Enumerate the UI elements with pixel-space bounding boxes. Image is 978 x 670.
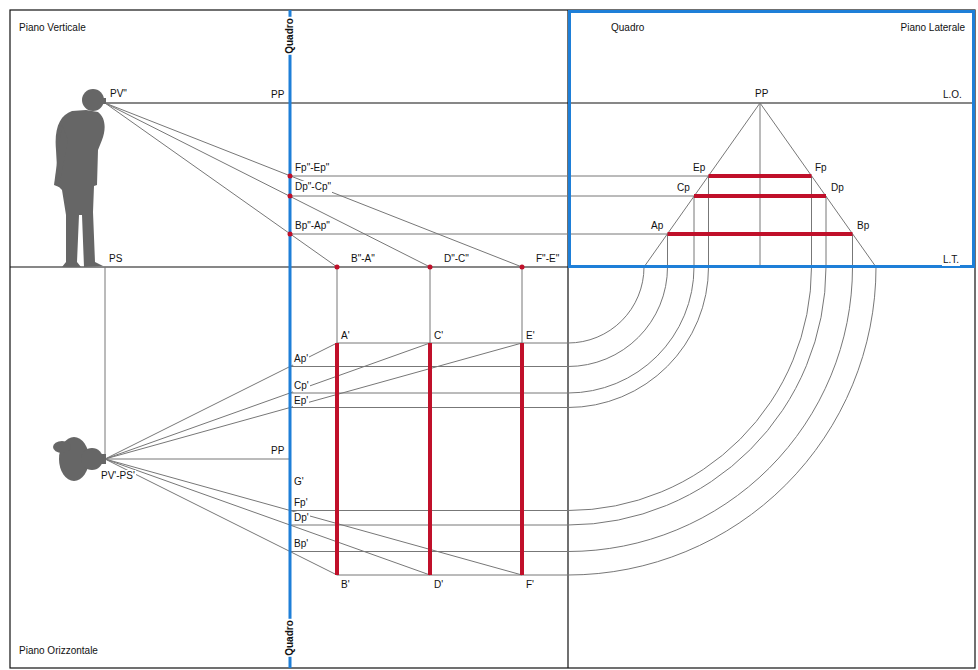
point-label: Fp (814, 162, 828, 174)
point-label: C' (433, 330, 444, 342)
point-label: F' (525, 579, 535, 591)
point-label: E' (525, 330, 536, 342)
object-segments (337, 176, 853, 575)
observer-elevation (54, 89, 106, 267)
point-label: PV" (109, 88, 128, 100)
point-label: Ap' (293, 353, 309, 365)
point-label: Fp"-Ep" (294, 162, 330, 174)
point-label: Dp"-Cp" (294, 181, 332, 193)
point-label: F"-E" (535, 253, 560, 265)
point-label: Quadro (610, 22, 645, 34)
point-label: A' (340, 330, 351, 342)
point-label: Bp"-Ap" (294, 220, 331, 232)
point-label: Ap (650, 220, 664, 232)
point-label: L.O. (942, 89, 963, 101)
point-label: Bp (856, 220, 870, 232)
point-label: Dp (830, 182, 845, 194)
point-label: PP (270, 89, 285, 101)
points (288, 174, 525, 270)
frame (10, 10, 975, 668)
point-label: B"-A" (350, 253, 376, 265)
point-label: Piano Laterale (900, 22, 967, 34)
plane-label: Quadro (284, 619, 296, 657)
point-label: Piano Verticale (18, 22, 87, 34)
point-label: L.T. (942, 254, 960, 266)
point-label: Cp (676, 182, 691, 194)
picture-plane (290, 10, 974, 668)
construction-lines (105, 103, 876, 575)
point-label: Piano Orizzontale (18, 645, 99, 657)
point-label: Cp' (293, 380, 310, 392)
point-label: Fp' (293, 497, 309, 509)
plane-label: Quadro (284, 17, 296, 55)
point-label: Dp' (293, 512, 310, 524)
point-label: G' (293, 476, 305, 488)
point-label: PP (754, 88, 769, 100)
point-label: PS (108, 253, 123, 265)
point-label: PV'-PS' (100, 470, 136, 482)
point-label: Ep' (293, 395, 309, 407)
point-label: PP (270, 445, 285, 457)
point-label: D' (433, 579, 444, 591)
point-label: Bp' (293, 538, 309, 550)
point-label: Ep (692, 162, 706, 174)
point-label: B' (340, 579, 351, 591)
observer-plan (53, 437, 106, 481)
point-label: D"-C" (443, 253, 470, 265)
